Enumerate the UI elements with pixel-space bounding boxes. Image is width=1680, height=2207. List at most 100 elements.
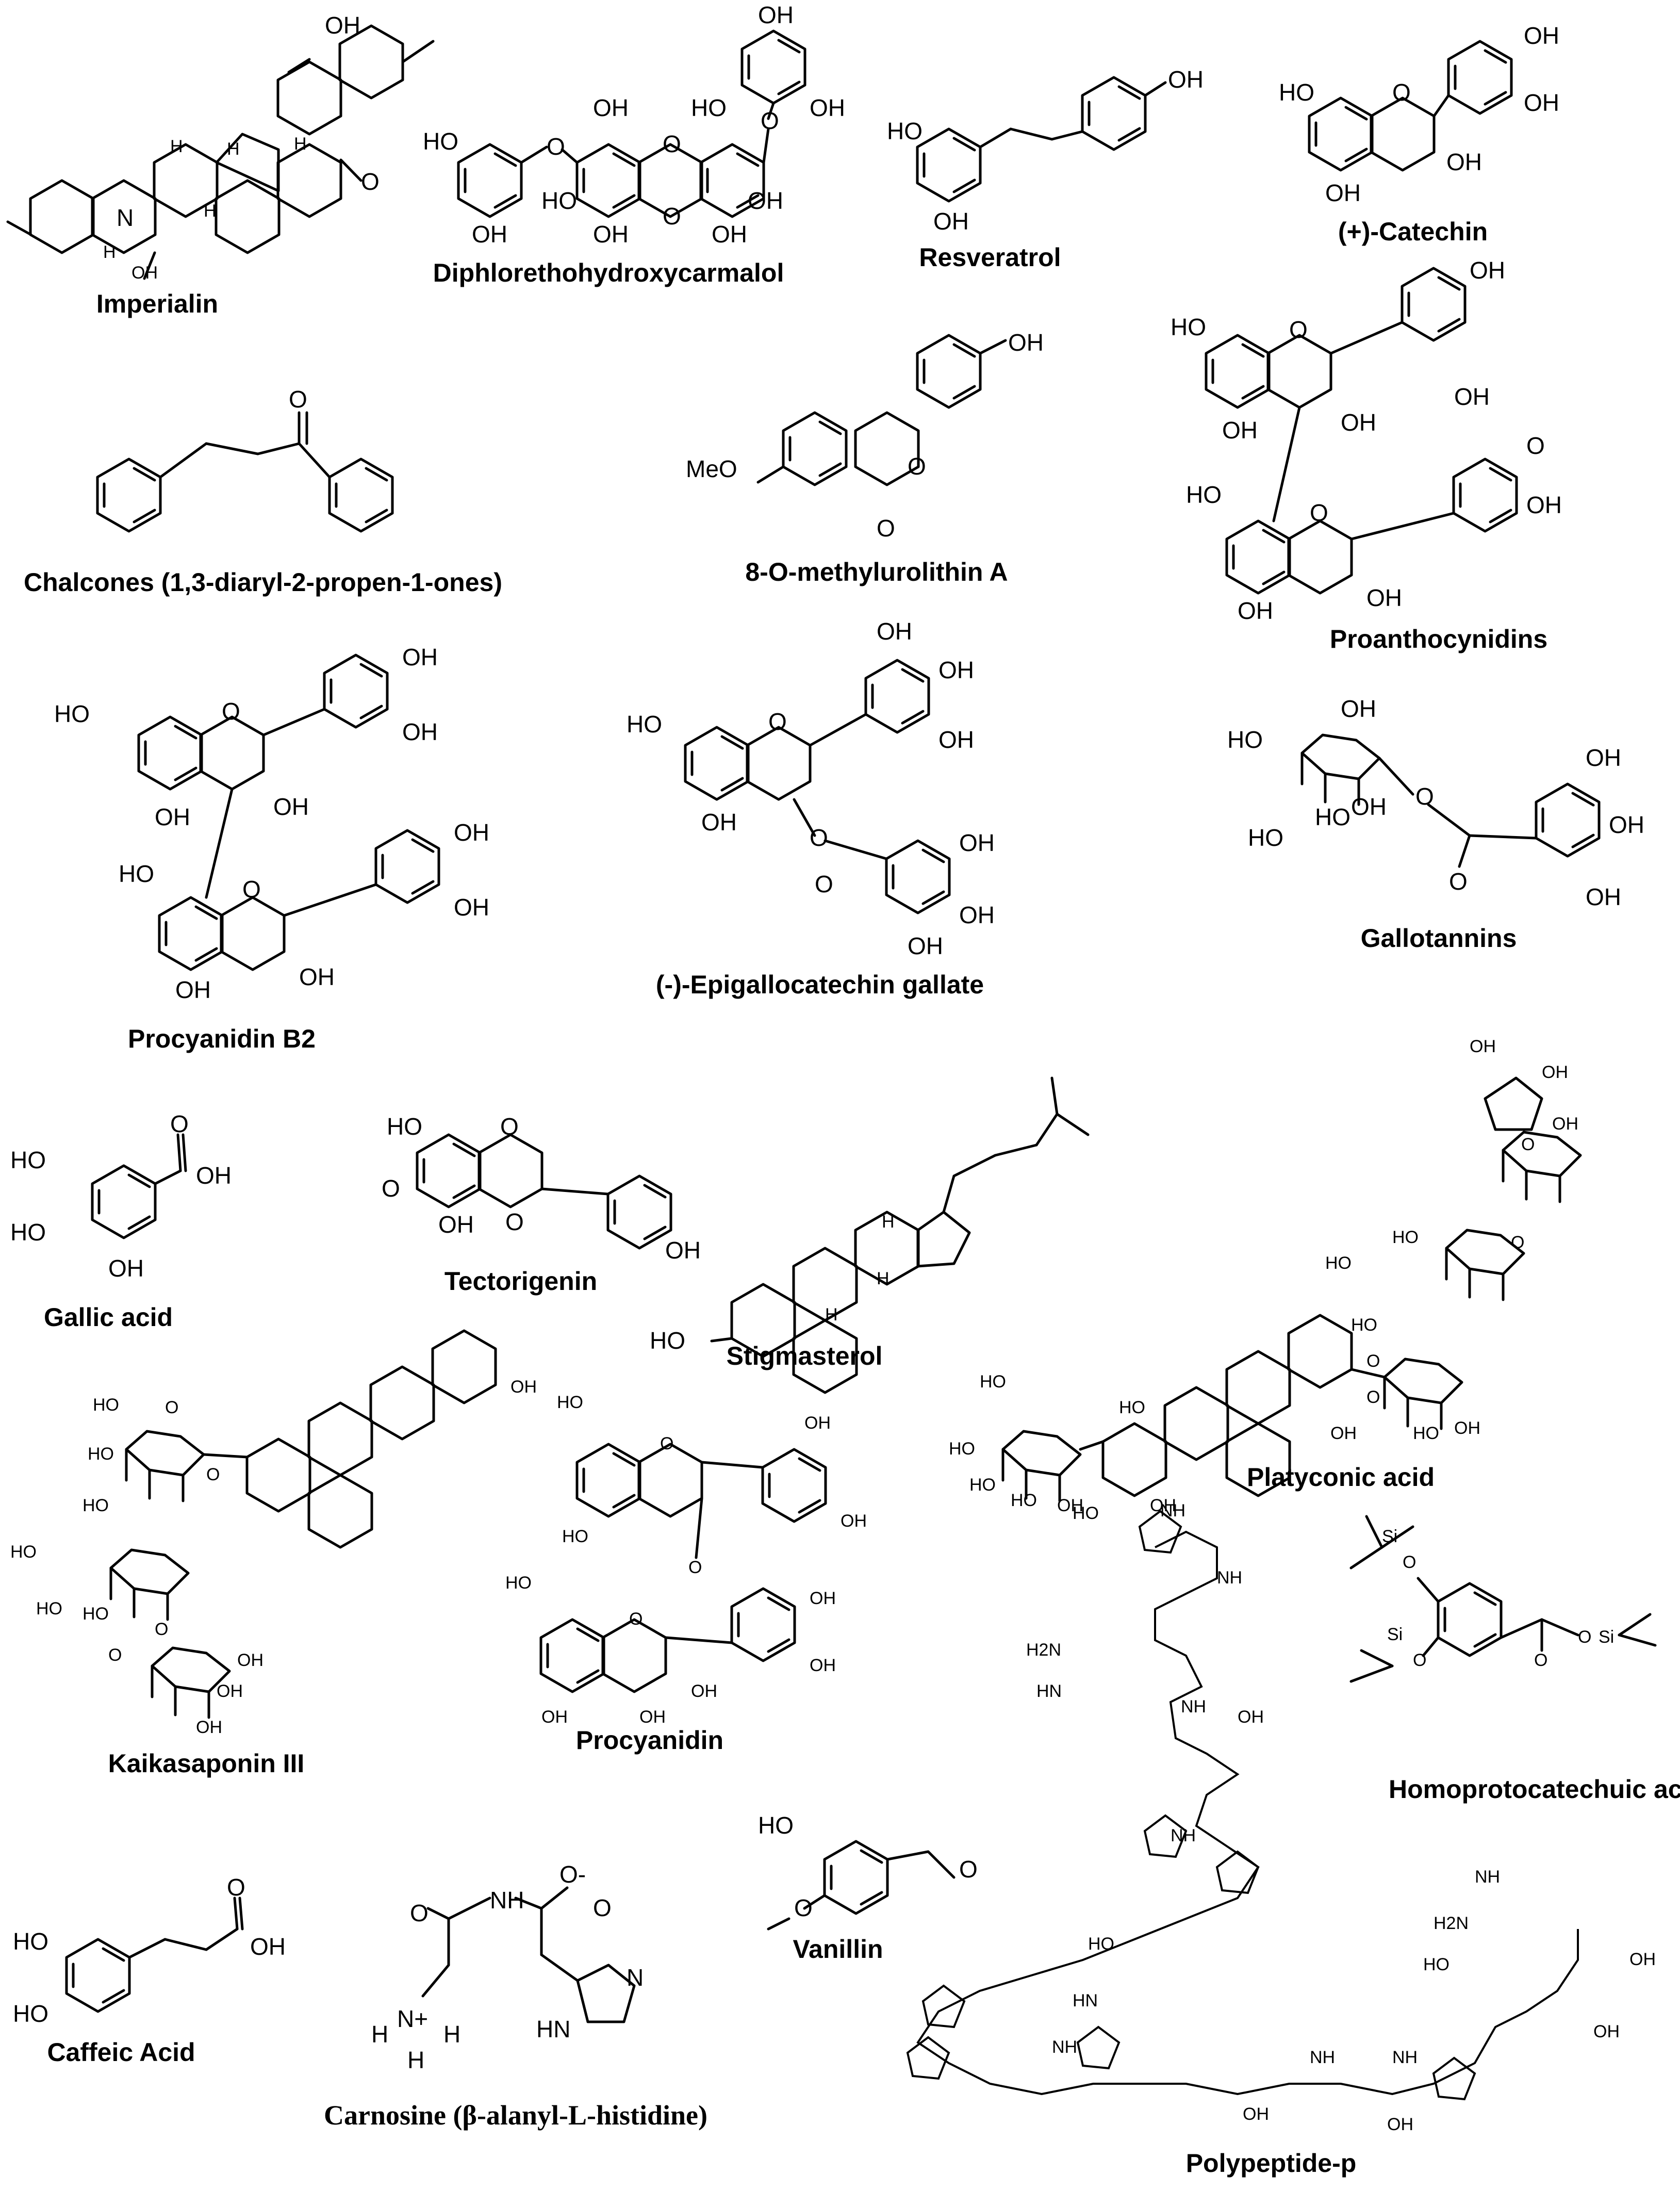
svg-text:OH: OH [1351, 793, 1387, 820]
svg-text:OH: OH [155, 804, 190, 830]
svg-text:OH: OH [273, 793, 309, 820]
structure-proanthocynidins: HO O OH OH OH HO O OH OH OH O OH [1171, 257, 1562, 624]
svg-text:OH: OH [196, 1162, 232, 1189]
svg-text:OH: OH [237, 1650, 263, 1670]
svg-text:O: O [768, 708, 787, 735]
svg-text:HN: HN [536, 2016, 570, 2042]
svg-text:HO: HO [1119, 1398, 1145, 1417]
svg-text:OH: OH [1325, 179, 1361, 206]
svg-text:O: O [547, 133, 565, 160]
svg-text:HO: HO [54, 700, 90, 727]
svg-text:O: O [1534, 1650, 1547, 1670]
label-tectorigenin: Tectorigenin [444, 1267, 598, 1296]
label-polypeptide-p: Polypeptide-p [1185, 2149, 1357, 2178]
svg-text:HO: HO [10, 1219, 46, 1246]
svg-text:HO: HO [83, 1496, 109, 1515]
svg-text:OH: OH [1526, 492, 1562, 518]
structure-carnosine: O NH O- O N HN N+ H H H [371, 1861, 644, 2073]
svg-text:HO: HO [627, 711, 662, 738]
svg-text:OH: OH [1366, 584, 1402, 611]
svg-text:HO: HO [1073, 1503, 1099, 1523]
svg-text:OH: OH [701, 809, 737, 836]
svg-text:OH: OH [810, 94, 845, 121]
svg-text:HO: HO [119, 860, 154, 887]
structure-vanillin: HO O O [758, 1812, 978, 1931]
structure-methylurolithin: MeO OH O O [686, 329, 1044, 542]
svg-text:HO: HO [1413, 1424, 1439, 1443]
svg-text:O: O [1366, 1351, 1380, 1371]
svg-text:OH: OH [1243, 2104, 1269, 2124]
structure-chalcones: O [97, 386, 392, 531]
svg-text:O: O [170, 1110, 189, 1137]
svg-text:OH: OH [1238, 1707, 1264, 1727]
svg-text:HO: HO [1011, 1491, 1037, 1510]
svg-text:NH: NH [1171, 1826, 1196, 1845]
svg-text:HO: HO [387, 1113, 422, 1140]
svg-text:HO: HO [1423, 1955, 1450, 1974]
structure-resveratrol: HO OH OH [887, 66, 1204, 235]
svg-text:NH: NH [1181, 1697, 1206, 1716]
structure-platyconic-acid: HO HO HO HO OH HO HO OH OH O O HO OH HO … [949, 1037, 1580, 1523]
svg-text:OH: OH [1341, 409, 1376, 436]
svg-text:H: H [877, 1269, 890, 1288]
svg-text:OH: OH [665, 1237, 701, 1264]
svg-text:O: O [361, 168, 380, 195]
svg-text:H: H [227, 139, 240, 159]
svg-text:O: O [1578, 1627, 1591, 1647]
svg-text:OH: OH [810, 1656, 836, 1675]
svg-text:H2N: H2N [1434, 1914, 1469, 1933]
svg-text:OH: OH [1008, 329, 1044, 356]
svg-text:Si: Si [1387, 1625, 1403, 1644]
svg-text:H: H [294, 134, 307, 154]
svg-text:H: H [825, 1305, 838, 1325]
svg-text:HO: HO [13, 2000, 48, 2027]
svg-text:HO: HO [1171, 314, 1206, 340]
structure-gallic-acid: O OH HO HO OH [10, 1110, 232, 1282]
svg-text:HO: HO [1186, 481, 1222, 508]
svg-text:NH: NH [1052, 2037, 1077, 2057]
svg-text:HO: HO [1227, 726, 1263, 753]
svg-text:HO: HO [1279, 79, 1314, 106]
svg-text:HO: HO [10, 1147, 46, 1173]
svg-text:NH: NH [1392, 2048, 1418, 2067]
svg-text:O: O [1511, 1233, 1524, 1252]
svg-text:HO: HO [10, 1542, 37, 1562]
svg-text:HN: HN [1036, 1681, 1062, 1701]
svg-text:OH: OH [472, 221, 507, 248]
svg-text:OH: OH [810, 1589, 836, 1608]
svg-text:HO: HO [1088, 1934, 1114, 1954]
svg-text:HO: HO [1325, 1253, 1352, 1273]
svg-text:OH: OH [402, 644, 438, 671]
svg-text:O: O [688, 1558, 702, 1577]
svg-text:O: O [1289, 316, 1308, 343]
svg-text:O: O [660, 1434, 673, 1453]
svg-text:H: H [204, 201, 217, 221]
svg-text:OH: OH [748, 187, 783, 214]
svg-text:OH: OH [1057, 1496, 1083, 1515]
svg-text:O: O [108, 1645, 122, 1665]
svg-text:OH: OH [1609, 811, 1644, 838]
svg-text:O: O [663, 130, 681, 157]
svg-text:N: N [627, 1964, 644, 1991]
svg-text:HO: HO [93, 1395, 119, 1415]
label-homoprotocatechuic: Homoprotocatechuic acid [1389, 1775, 1680, 1804]
svg-text:NH: NH [1217, 1568, 1242, 1588]
svg-text:OH: OH [938, 657, 974, 683]
svg-text:OH: OH [593, 94, 629, 121]
svg-text:O: O [908, 453, 926, 480]
svg-text:OH: OH [1341, 695, 1376, 722]
svg-text:O: O [155, 1620, 168, 1639]
svg-text:N: N [117, 204, 134, 231]
structure-procyanidin-b2: HO O OH OH OH OH HO O OH OH OH OH [54, 644, 489, 1003]
label-proanthocynidins: Proanthocynidins [1329, 625, 1548, 653]
svg-text:Si: Si [1382, 1527, 1397, 1546]
svg-text:OH: OH [639, 1707, 666, 1727]
svg-text:H: H [371, 2021, 388, 2048]
svg-text:Si: Si [1599, 1627, 1614, 1647]
svg-text:OH: OH [712, 221, 747, 248]
svg-text:HO: HO [949, 1439, 975, 1459]
svg-text:HO: HO [423, 128, 458, 155]
structure-polypeptide-p: NH NH H2N HN NH OH NH HO NH HN NH NH HO … [906, 1501, 1656, 2134]
svg-text:OH: OH [1168, 66, 1204, 93]
